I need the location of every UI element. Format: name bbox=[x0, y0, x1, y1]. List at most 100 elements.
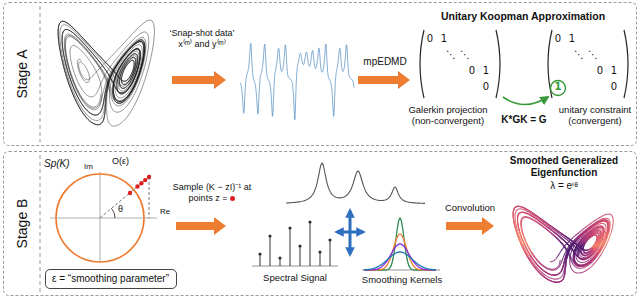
eigenfunction-trace bbox=[572, 262, 573, 264]
spectral-stem bbox=[330, 240, 331, 266]
caption-text: ‘Snap-shot data’ x⁽ᵐ⁾ and y⁽ᵐ⁾ bbox=[164, 28, 240, 50]
eigenfunction-trace bbox=[548, 269, 551, 271]
eigenfunction-trace bbox=[589, 257, 592, 260]
signal-trace bbox=[240, 43, 354, 120]
eigenfunction-trace bbox=[602, 232, 604, 237]
signal-curve bbox=[286, 163, 425, 203]
eigenfunction-trace bbox=[581, 258, 583, 260]
eigenfunction-trace bbox=[603, 228, 605, 231]
eigenfunction-trace bbox=[564, 252, 565, 255]
eigenfunction-trace bbox=[564, 274, 565, 275]
eigenfunction-trace bbox=[596, 238, 598, 240]
matrix-entry: 1 bbox=[607, 65, 621, 77]
band-separator bbox=[40, 6, 41, 142]
eigenfunction-trace bbox=[577, 260, 578, 261]
eigenfunction-trace bbox=[563, 263, 565, 265]
stem-dot bbox=[308, 220, 311, 223]
eigenfunction-trace bbox=[560, 272, 561, 273]
eigenfunction-trace bbox=[597, 233, 599, 234]
eigenfunction-trace bbox=[562, 274, 564, 275]
eigenfunction-trace bbox=[557, 232, 563, 237]
eigenfunction-trace bbox=[577, 264, 579, 266]
eigenfunction-trace bbox=[564, 266, 565, 268]
eigenfunction-trace bbox=[598, 236, 600, 239]
eigenfunction-trace bbox=[525, 217, 531, 218]
eigenfunction-trace bbox=[574, 251, 576, 254]
eigenfunction-trace bbox=[578, 266, 580, 268]
eigenfunction-trace bbox=[600, 241, 603, 247]
eigenfunction-trace bbox=[557, 256, 558, 258]
eigenfunction-trace bbox=[579, 250, 580, 252]
eigenfunction-trace bbox=[562, 267, 564, 269]
matrix-entry: 0 bbox=[423, 33, 437, 45]
eigenfunction-trace bbox=[583, 254, 584, 256]
stage-label: Stage B bbox=[4, 152, 40, 295]
eigenfunction-trace bbox=[534, 266, 540, 273]
sample-point bbox=[128, 191, 132, 195]
eigenfunction-trace bbox=[594, 216, 602, 221]
eigenfunction-trace bbox=[584, 255, 586, 256]
eigenfunction-trace bbox=[580, 249, 581, 251]
eigenfunction-trace bbox=[553, 281, 556, 283]
eigenfunction-trace bbox=[602, 231, 603, 235]
eigenfunction-trace bbox=[589, 254, 592, 256]
eigenfunction-trace bbox=[549, 226, 557, 232]
eigenfunction-trace bbox=[584, 252, 586, 254]
eigenfunction-trace bbox=[558, 264, 560, 266]
eigenfunction-trace bbox=[581, 259, 583, 261]
eigenfunction-trace bbox=[521, 225, 523, 234]
eigenfunction-trace bbox=[522, 207, 532, 212]
eigenfunction-trace bbox=[569, 264, 571, 266]
eigenfunction-trace bbox=[582, 248, 584, 250]
eigenfunction-trace bbox=[550, 278, 553, 279]
matrix-entry: 1 bbox=[565, 33, 579, 45]
eigenfunction-trace bbox=[572, 259, 573, 261]
eigenfunction-trace bbox=[565, 255, 567, 258]
eigenfunction-trace bbox=[590, 258, 594, 262]
eigenfunction-trace bbox=[594, 235, 595, 236]
eigenfunction-trace bbox=[577, 254, 578, 256]
eigenfunction-trace bbox=[563, 237, 568, 241]
eigenfunction-trace bbox=[521, 217, 524, 219]
eigenfunction-trace bbox=[532, 213, 543, 220]
eigenfunction-trace bbox=[592, 232, 595, 234]
eigenfunction-trace bbox=[573, 256, 574, 258]
plot-label: Spectral Signal bbox=[250, 272, 340, 283]
eigenfunction-trace bbox=[589, 234, 592, 236]
eigenfunction-trace bbox=[595, 234, 596, 235]
eigenfunction-trace bbox=[560, 241, 563, 245]
eigenfunction-trace bbox=[607, 221, 609, 225]
eigenfunction-trace bbox=[565, 268, 566, 270]
spectral-stem bbox=[310, 222, 311, 266]
eigenfunction-trace bbox=[581, 254, 583, 256]
sample-point bbox=[143, 178, 147, 182]
eigenfunction-trace bbox=[570, 252, 572, 255]
eigenfunction-trace bbox=[575, 256, 576, 258]
eigenfunction-trace bbox=[545, 278, 549, 281]
eigenfunction-trace bbox=[563, 277, 565, 278]
eigenfunction-trace bbox=[555, 258, 556, 260]
eigenfunction-trace bbox=[516, 209, 521, 211]
eigenfunction-trace bbox=[553, 278, 556, 279]
method-label: Convolution bbox=[436, 202, 504, 213]
sample-point bbox=[139, 181, 143, 185]
eigenfunction-trace bbox=[566, 253, 567, 256]
kernel-curve bbox=[364, 252, 436, 270]
eigenfunction-trace bbox=[515, 211, 516, 219]
eigenfunction-trace bbox=[562, 279, 564, 280]
eigenfunction-trace bbox=[574, 263, 575, 264]
eigenfunction-trace bbox=[575, 247, 577, 249]
eigenfunction-trace bbox=[596, 235, 598, 237]
eigenfunction-trace bbox=[587, 262, 590, 264]
eigenfunction-trace bbox=[581, 265, 584, 267]
eigenfunction-trace bbox=[598, 226, 601, 227]
eigenfunction-trace bbox=[607, 233, 611, 244]
eigenfunction-trace bbox=[600, 233, 601, 236]
highlight-circle bbox=[551, 81, 566, 96]
time-series bbox=[240, 43, 354, 120]
eigenfunction-trace bbox=[607, 225, 609, 231]
eigenfunction-trace bbox=[583, 261, 586, 263]
eigenfunction-trace bbox=[569, 262, 570, 264]
sample-point bbox=[135, 184, 139, 188]
